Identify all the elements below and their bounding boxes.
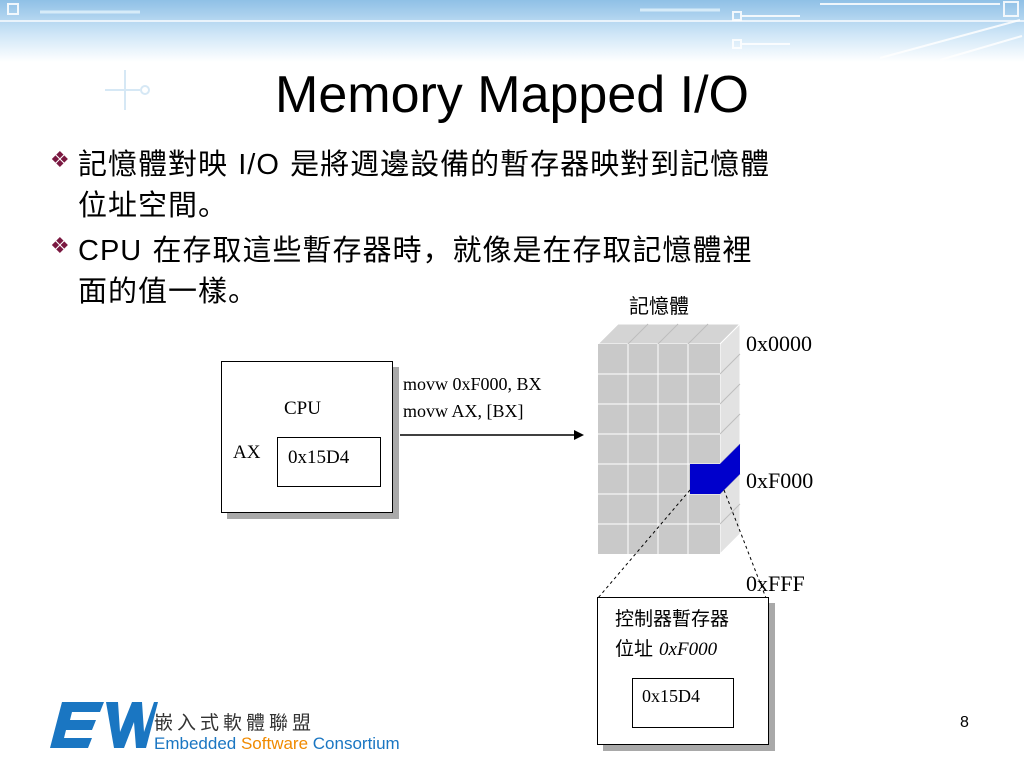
instruction-line-2: movw AX, [BX] <box>403 401 524 421</box>
diamond-bullet-icon: ❖ <box>50 148 70 173</box>
bullet-2-text: CPU 在存取這些暫存器時，就像是在存取記憶體裡 面的值一樣。 <box>78 230 988 311</box>
header-circuit-decoration <box>7 1 1023 61</box>
memory-label: 記憶體 <box>629 294 689 318</box>
arrow-right-icon <box>400 430 584 440</box>
logo-en-a: Embedded <box>154 734 241 753</box>
bullet-2-line1-post: 在存取這些暫存器時，就像是在存取記憶體裡 <box>142 233 753 267</box>
address-0x0000: 0x0000 <box>746 331 812 356</box>
bullet-2-line1-lat: CPU <box>78 235 143 267</box>
logo-chinese-name: 嵌入式軟體聯盟 <box>154 712 316 734</box>
bullet-2: ❖ CPU 在存取這些暫存器時，就像是在存取記憶體裡 面的值一樣。 <box>50 230 990 314</box>
ax-label: AX <box>233 442 261 463</box>
cpu-label: CPU <box>284 398 321 419</box>
bullet-1-text: 記憶體對映 I/O 是將週邊設備的暫存器映對到記憶體 位址空間。 <box>78 144 988 225</box>
bullet-1-line1-post: 是將週邊設備的暫存器映對到記憶體 <box>279 147 771 181</box>
bullet-1-line1-lat: I/O <box>238 149 280 181</box>
bullet-2-line2: 面的值一樣。 <box>78 274 259 308</box>
address-0xFFFF-line1: 0xFFF <box>746 571 805 596</box>
controller-register-box <box>632 678 734 728</box>
logo-english-name: Embedded Software Consortium <box>154 734 400 754</box>
bullet-1: ❖ 記憶體對映 I/O 是將週邊設備的暫存器映對到記憶體 位址空間。 <box>50 144 990 228</box>
slide-title: Memory Mapped I/O <box>275 66 749 124</box>
ax-register-box <box>277 437 381 487</box>
diamond-bullet-icon: ❖ <box>50 234 70 259</box>
controller-label-line1: 控制器暫存器 <box>615 608 730 630</box>
memory-block <box>596 322 742 556</box>
controller-label-line2: 位址 0xF000 <box>615 634 717 661</box>
highlighted-memory-cell <box>690 444 740 494</box>
esw-logo: 嵌入式軟體聯盟 Embedded Software Consortium <box>48 700 400 756</box>
dashed-leader-lines <box>597 489 767 599</box>
bullet-1-line2: 位址空間。 <box>78 188 229 222</box>
ax-register-value: 0x15D4 <box>288 447 350 468</box>
header-band <box>0 0 1024 62</box>
instruction-line-1: movw 0xF000, BX <box>403 374 542 394</box>
controller-register-value: 0x15D4 <box>642 686 700 706</box>
header-rule <box>0 20 1024 22</box>
controller-label-line2-pre: 位址 <box>615 638 660 660</box>
address-0xF000: 0xF000 <box>746 468 814 493</box>
logo-en-c: Consortium <box>308 734 400 753</box>
circuit-trace-decoration <box>105 70 150 110</box>
logo-en-b: Software <box>240 734 309 753</box>
page-number: 8 <box>960 714 969 731</box>
esw-logo-icon <box>50 702 158 748</box>
bullet-1-line1-pre: 記憶體對映 <box>78 147 239 181</box>
controller-address: 0xF000 <box>659 639 718 660</box>
